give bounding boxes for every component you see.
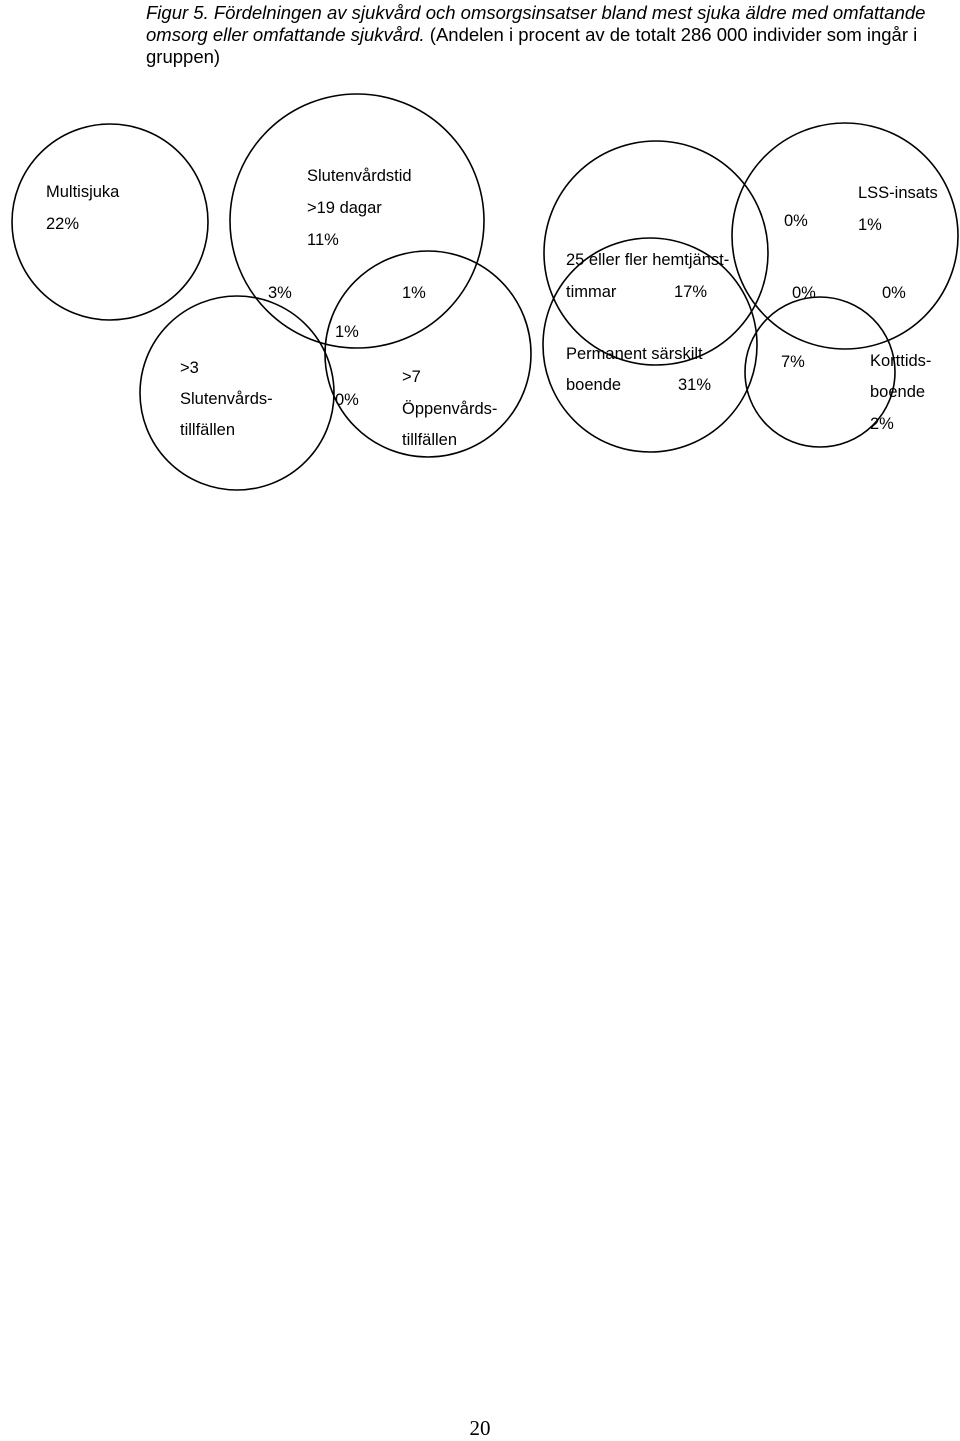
venn-diagram: Multisjuka 22% Slutenvårdstid >19 dagar …	[11, 93, 959, 491]
label-lss: LSS-insats	[858, 184, 938, 202]
caption-note: (Andelen i procent av de totalt 286 000 …	[146, 24, 918, 67]
caption-title: Figur 5. Fördelningen av sjukvård och om…	[146, 2, 926, 45]
value-sarskilt-boende: 31%	[678, 376, 711, 394]
value-korttidsboende: 2%	[870, 415, 894, 433]
label-slutenvardstillfallen-2: tillfällen	[180, 421, 235, 439]
label-oppenvardstillfallen-count: >7	[402, 368, 421, 386]
label-korttidsboende-2: boende	[870, 383, 925, 401]
circle-sarskilt-boende	[542, 237, 758, 453]
value-overlap-lss-kort: 0%	[882, 284, 906, 302]
circle-lss	[731, 122, 959, 350]
label-slutenvardstillfallen-1: Slutenvårds-	[180, 390, 273, 408]
value-overlap-hemtjanst-lss-kort: 0%	[792, 284, 816, 302]
value-overlap-boende-kort: 7%	[781, 353, 805, 371]
label-oppenvardstillfallen-2: tillfällen	[402, 431, 457, 449]
label-slutenvardstillfallen-count: >3	[180, 359, 199, 377]
circle-hemtjanst	[543, 140, 769, 366]
label-oppenvardstillfallen-1: Öppenvårds-	[402, 400, 497, 418]
value-overlap-tid-oppen: 1%	[402, 284, 426, 302]
label-korttidsboende-1: Korttids-	[870, 352, 931, 370]
label-multisjuka: Multisjuka	[46, 183, 120, 201]
label-hemtjanst-1: 25 eller fler hemtjänst-	[566, 251, 729, 269]
circle-korttidsboende	[744, 296, 896, 448]
label-slutenvardstid-days: >19 dagar	[307, 199, 382, 217]
value-overlap-tillf-oppen: 0%	[335, 391, 359, 409]
circle-slutenvardstillfallen	[139, 295, 335, 491]
circle-slutenvardstid	[229, 93, 485, 349]
value-overlap-center: 1%	[335, 323, 359, 341]
circle-multisjuka	[11, 123, 209, 321]
label-sarskilt-boende-1: Permanent särskilt	[566, 345, 703, 363]
label-hemtjanst-2: timmar	[566, 283, 617, 301]
figure-caption: Figur 5. Fördelningen av sjukvård och om…	[146, 2, 946, 68]
page-number: 20	[469, 1416, 491, 1440]
circle-oppenvardstillfallen	[324, 250, 532, 458]
value-slutenvardstid: 11%	[307, 231, 339, 249]
value-multisjuka: 22%	[46, 215, 79, 233]
value-lss: 1%	[858, 216, 882, 234]
value-hemtjanst: 17%	[674, 283, 707, 301]
value-overlap-hemtjanst-lss: 0%	[784, 212, 808, 230]
label-sarskilt-boende-2: boende	[566, 376, 621, 394]
value-overlap-tid-tillf: 3%	[268, 284, 292, 302]
label-slutenvardstid: Slutenvårdstid	[307, 167, 412, 185]
